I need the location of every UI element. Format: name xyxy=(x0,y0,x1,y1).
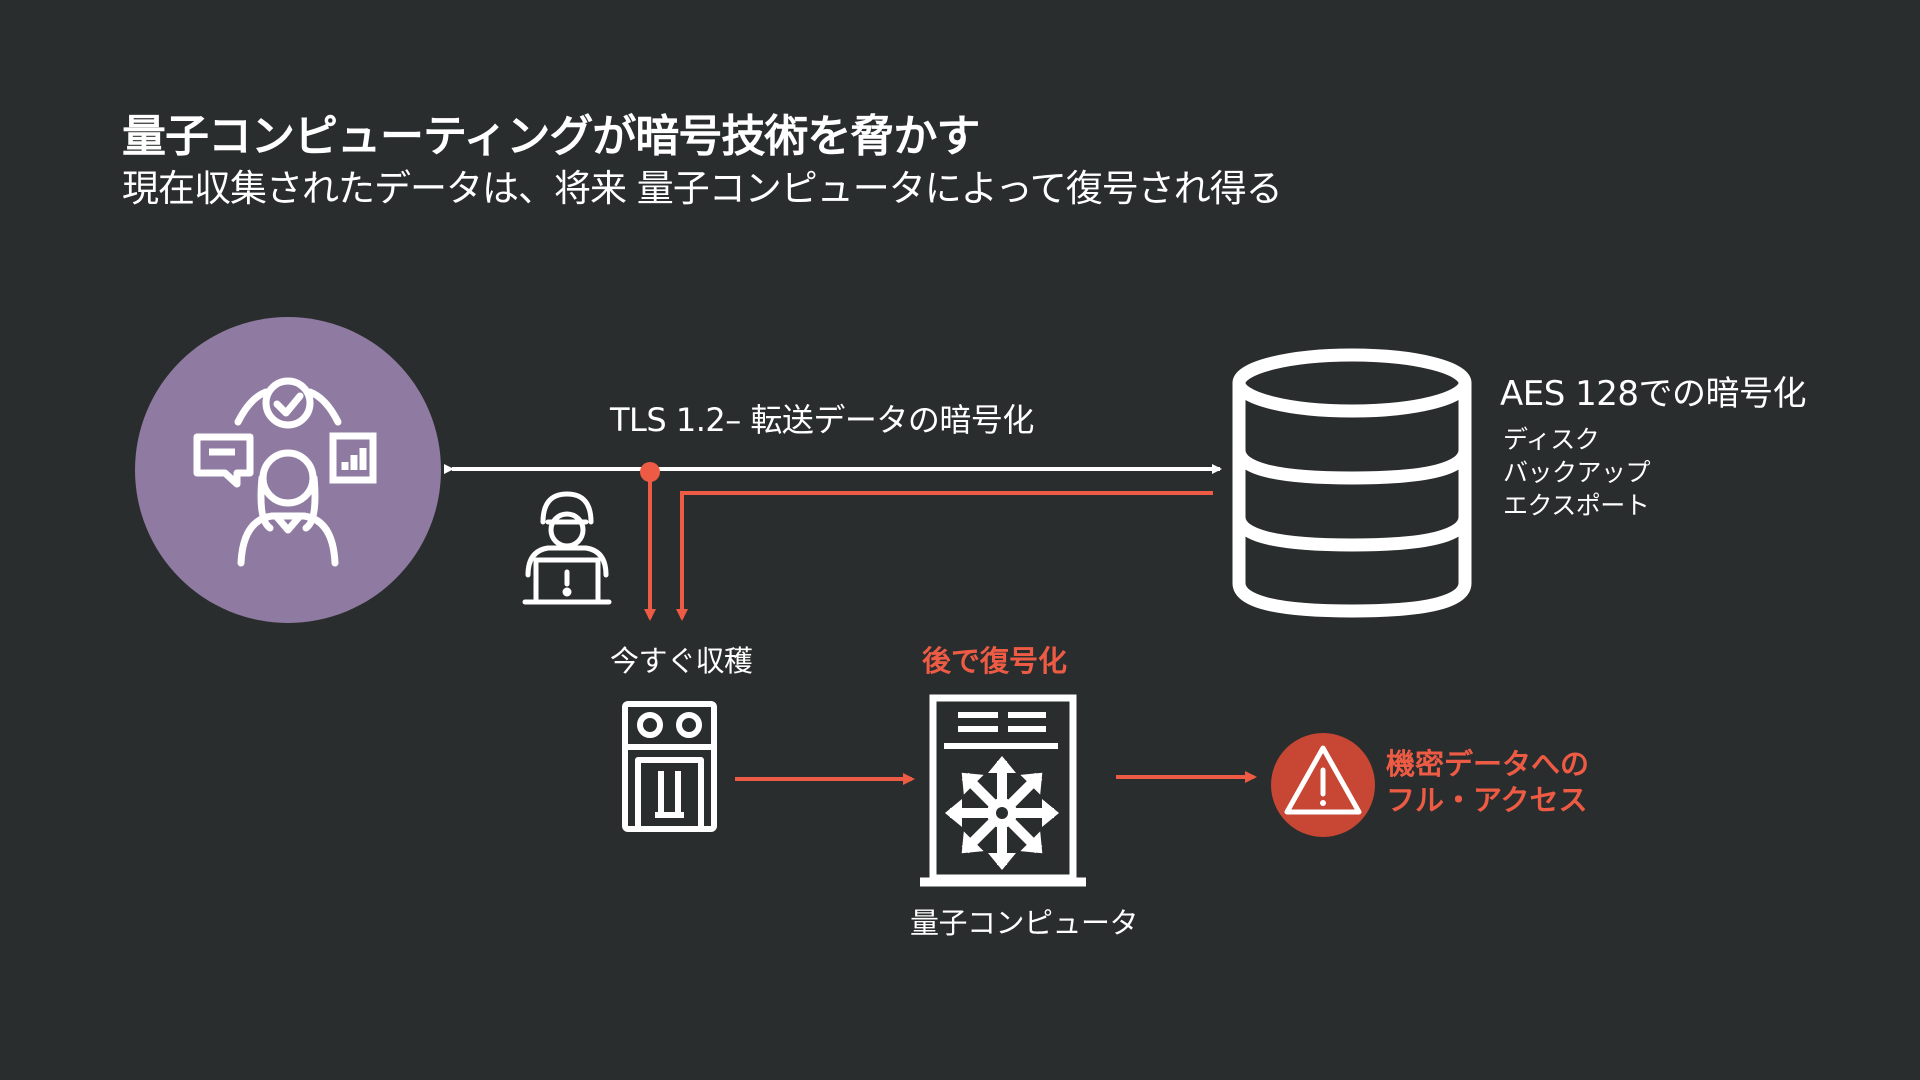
quantum-computer-icon xyxy=(920,694,1086,887)
full-access-label: 機密データへの フル・アクセス xyxy=(1386,746,1589,818)
database-icon xyxy=(1232,348,1472,618)
full-access-line-1: 機密データへの xyxy=(1386,747,1590,781)
chat-icon xyxy=(193,433,254,488)
chart-icon xyxy=(329,432,377,484)
slide-title: 量子コンピューティングが暗号技術を脅かす xyxy=(122,111,980,162)
harvest-label: 今すぐ収穫 xyxy=(610,644,753,678)
storage-item-disk: ディスク xyxy=(1503,425,1600,454)
slide-subtitle: 現在収集されたデータは、将来 量子コンピュータによって復号され得る xyxy=(122,167,1283,210)
warning-icon xyxy=(1271,733,1375,837)
user-check-icon xyxy=(234,377,342,567)
tls-label: TLS 1.2– 転送データの暗号化 xyxy=(610,401,1034,439)
full-access-line-2: フル・アクセス xyxy=(1386,783,1588,817)
user-group xyxy=(135,317,441,623)
quantum-computer-label: 量子コンピュータ xyxy=(910,906,1139,940)
exfiltrate-arrow xyxy=(676,491,1213,621)
hacker-icon xyxy=(522,491,612,605)
decrypt-later-label: 後で復号化 xyxy=(922,644,1068,678)
user-circle xyxy=(135,317,441,623)
storage-encryption-title: AES 128での暗号化 xyxy=(1500,374,1807,414)
tape-drive-icon xyxy=(622,701,717,832)
storage-item-backup: バックアップ xyxy=(1503,458,1651,487)
storage-item-export: エクスポート xyxy=(1503,491,1650,520)
